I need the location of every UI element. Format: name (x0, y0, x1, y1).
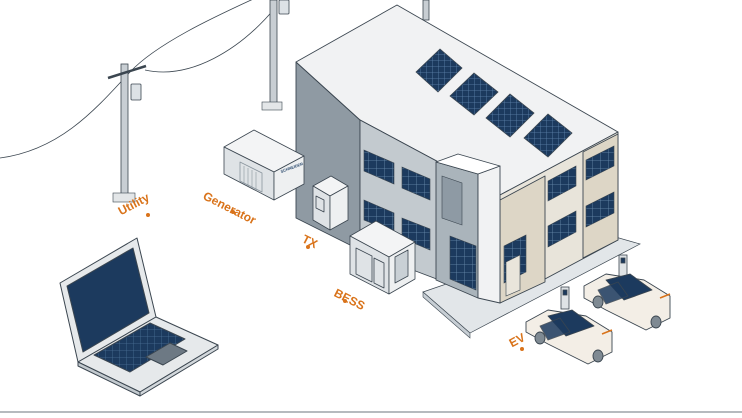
generator-icon (223, 129, 305, 201)
label-utility-dot (146, 213, 150, 217)
building-windows (363, 145, 615, 297)
transformer-icon (312, 175, 349, 231)
laptop-icon (59, 237, 219, 397)
label-ev-dot (520, 347, 524, 351)
label-transformer-dot (306, 245, 310, 249)
solar-panel-icon (415, 48, 573, 158)
car-icon (583, 273, 671, 331)
car-icon (525, 309, 613, 365)
power-lines (0, 0, 276, 159)
label-bess-dot (343, 299, 347, 303)
utility-pole-icon (261, 0, 430, 111)
bess-icon (349, 220, 416, 295)
utility-pole-front (107, 63, 147, 203)
label-generator-dot (231, 210, 235, 214)
